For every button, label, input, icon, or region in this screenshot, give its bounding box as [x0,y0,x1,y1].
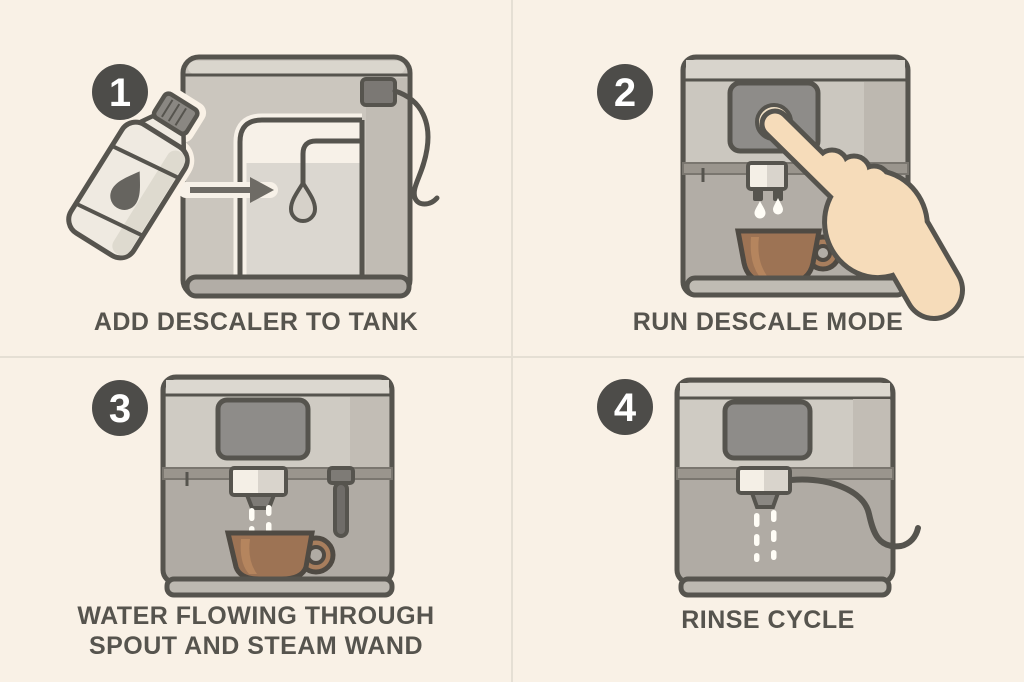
fill-tube [300,138,362,183]
step-4-illustration: 4 [597,377,921,598]
step-number: 3 [109,387,131,431]
display-screen [215,397,311,461]
spout-icon [746,161,788,201]
descaler-bottle-icon [61,84,207,265]
water-drops-icon [754,510,777,562]
coffee-machine-icon [674,377,921,598]
pressing-hand-icon [759,108,965,321]
step-4-panel: 4 RINSE CYCLE [512,341,1024,682]
vertical-divider [511,0,513,682]
step-number: 1 [109,71,131,115]
cord-connector [360,77,397,107]
water-tank [233,113,365,278]
steam-wand-icon [327,466,355,538]
step-1-caption: ADD DESCALER TO TANK [93,308,419,336]
step-number-badge: 1 [92,64,148,120]
horizontal-divider [0,356,1024,358]
machine-base [684,275,908,298]
step-2-caption: RUN DESCALE MODE [632,308,904,336]
step-number: 4 [614,386,637,430]
step-number-badge: 4 [597,379,653,435]
display-screen [722,399,813,461]
step-3-panel: 3 WATER FLOWING THROUGH SPOUT AND STEAM … [0,341,512,682]
machine-base [184,274,412,299]
pour-arrow-icon [178,177,278,203]
step-number-badge: 2 [597,64,653,120]
coffee-cup-icon [224,530,336,582]
water-drops-icon [754,198,783,219]
step-number-badge: 3 [92,380,148,436]
step-number: 2 [614,71,636,115]
bottle-droplet-icon [110,171,140,210]
step-1-illustration: 1 [61,54,440,299]
coffee-machine-icon [160,374,395,598]
step-4-caption: RINSE CYCLE [681,606,855,634]
step-2-illustration: 2 [597,54,965,321]
power-cord [788,476,921,550]
spout-icon [736,466,792,509]
machine-base [678,576,892,598]
power-cord [392,88,440,207]
step-3-illustration: 3 [92,374,395,598]
step-1-panel: 1 ADD DESCALER TO TANK [0,0,512,341]
tank-droplet-icon [288,179,318,223]
step-2-panel: 2 RUN DESCALE MODE [512,0,1024,341]
step-3-caption: WATER FLOWING THROUGH SPOUT AND STEAM WA… [77,602,435,660]
coffee-machine-icon [180,54,440,299]
bottle-cap [151,91,200,136]
machine-base [164,576,395,598]
